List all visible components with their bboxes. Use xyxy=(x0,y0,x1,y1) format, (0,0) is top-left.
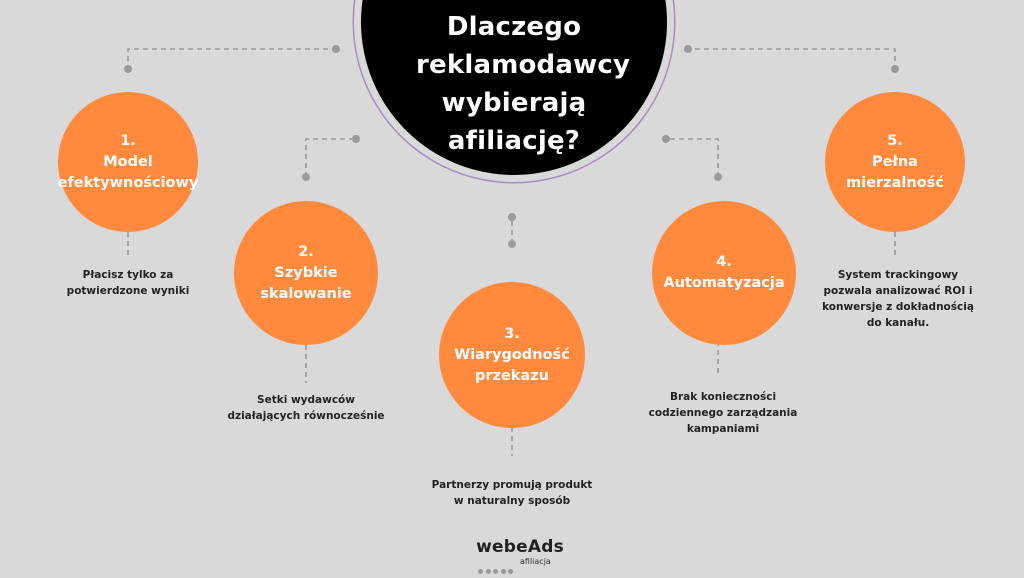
reason-5-description-line: konwersje z dokładnością xyxy=(822,301,974,313)
reason-2-title-line: skalowanie xyxy=(260,285,352,302)
reason-5-description-line: pozwala analizować ROI i xyxy=(823,285,973,297)
reason-3-description-line: w naturalny sposób xyxy=(453,495,571,507)
reason-5-description: System trackingowy pozwala analizować RO… xyxy=(808,267,988,331)
reason-1-title-line: efektywnościowy xyxy=(57,174,199,191)
reason-3-description: Partnerzy promują produkt w naturalny sp… xyxy=(417,477,607,509)
reason-5-number: 5. xyxy=(887,132,903,149)
hub-title-line: wybierają xyxy=(441,88,587,118)
reason-3-circle: 3. Wiarygodność przekazu xyxy=(439,282,585,428)
reason-4-title-line: Automatyzacja xyxy=(663,275,785,291)
connector-dot xyxy=(508,213,516,221)
reason-4-number: 4. xyxy=(716,254,732,270)
reason-1-description: Płacisz tylko za potwierdzone wyniki xyxy=(48,267,208,299)
reason-3-number: 3. xyxy=(504,325,520,342)
connector-4 xyxy=(666,138,719,177)
reason-4-description-line: codziennego zarządzania xyxy=(648,407,798,419)
connector-dot xyxy=(352,135,360,143)
hub-title-line: reklamodawcy xyxy=(416,50,631,80)
connector-dot xyxy=(302,173,310,181)
connector-dot xyxy=(124,65,132,73)
connector-dot xyxy=(508,240,516,248)
reason-2-description-line: Setki wydawców xyxy=(257,394,355,406)
connector-1 xyxy=(127,48,336,70)
connector-2 xyxy=(305,138,356,177)
brand-name: webeAds xyxy=(476,537,564,557)
reason-1-description-line: potwierdzone wyniki xyxy=(66,285,190,297)
connector-dot xyxy=(891,65,899,73)
reason-5-description-line: System trackingowy xyxy=(837,269,959,281)
reason-2-circle: 2. Szybkie skalowanie xyxy=(234,201,378,345)
brand-tagline: afiliacja xyxy=(520,557,551,566)
connector-dot xyxy=(332,45,340,53)
reason-4-description-line: kampaniami xyxy=(686,423,760,435)
hub-title-line: Dlaczego xyxy=(446,12,582,42)
reason-4-circle: 4. Automatyzacja xyxy=(652,201,796,345)
reason-1-description-line: Płacisz tylko za xyxy=(82,269,174,281)
reason-5-circle: 5. Pełna mierzalność xyxy=(825,92,965,232)
hub-title: Dlaczego reklamodawcy wybierają afiliacj… xyxy=(416,8,631,160)
reason-1-title-line: Model xyxy=(103,153,153,170)
reason-5-title-line: mierzalność xyxy=(846,174,944,191)
reason-4-description: Brak konieczności codziennego zarządzani… xyxy=(628,389,818,437)
connector-5 xyxy=(688,48,896,70)
reason-2-description-line: działających równocześnie xyxy=(227,410,385,422)
reason-5-description-line: do kanału. xyxy=(866,317,930,329)
reason-2-title-line: Szybkie xyxy=(274,264,338,281)
reason-2-number: 2. xyxy=(298,243,314,260)
connector-dot xyxy=(714,173,722,181)
connector-dot xyxy=(684,45,692,53)
reason-4-description-line: Brak konieczności xyxy=(669,391,777,403)
reason-5-title-line: Pełna xyxy=(872,153,918,170)
connector-dot xyxy=(662,135,670,143)
reason-2-description: Setki wydawców działających równocześnie xyxy=(216,392,396,424)
hub-title-line: afiliację? xyxy=(447,126,581,156)
brand-dots-icon xyxy=(478,559,516,578)
reason-3-description-line: Partnerzy promują produkt xyxy=(431,479,593,491)
reason-3-title-line: przekazu xyxy=(475,367,549,384)
reason-1-circle: 1. Model efektywnościowy xyxy=(58,92,198,232)
reason-1-number: 1. xyxy=(120,132,136,149)
reason-3-title-line: Wiarygodność xyxy=(454,346,570,363)
brand-logo: webeAds afiliacja xyxy=(470,537,570,574)
